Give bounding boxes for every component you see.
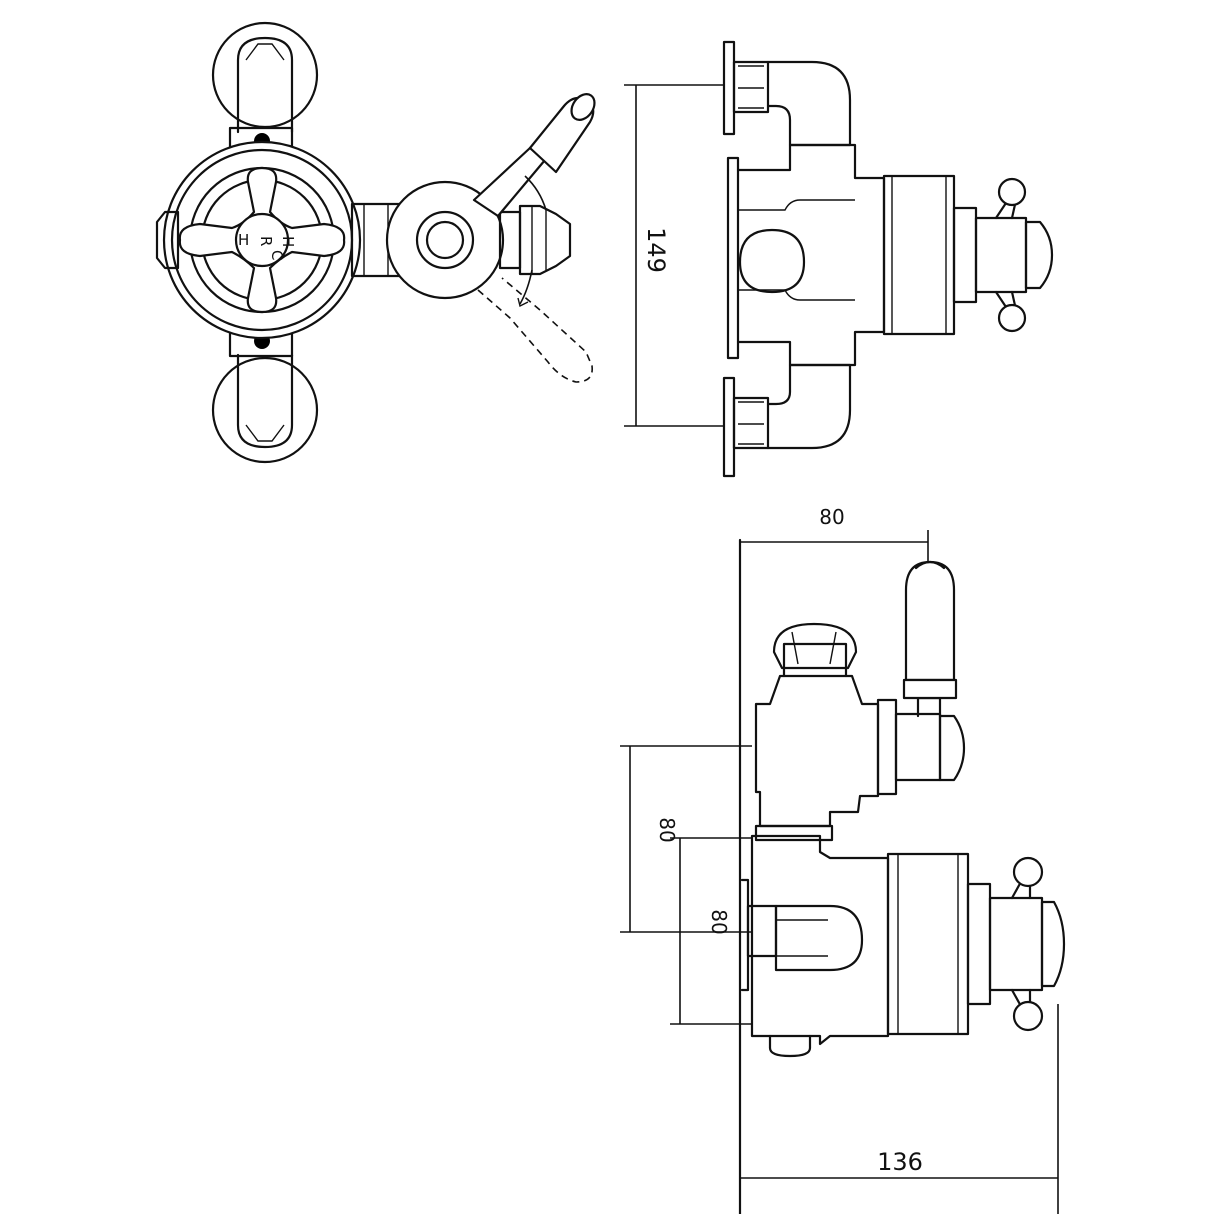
dimension-label-total-depth: 136 <box>877 1148 923 1176</box>
bottom-elbow <box>211 353 319 464</box>
dimension-label-height: 149 <box>642 227 670 273</box>
marking-r: R <box>257 236 275 246</box>
marking-h: H <box>279 236 297 247</box>
bottom-view: 80 <box>620 505 1066 1214</box>
front-view: H H R C <box>155 21 596 464</box>
marking-c: C <box>268 250 286 260</box>
dimension-label-left-offset: 80 <box>655 817 679 842</box>
side-view: 149 <box>624 40 1054 478</box>
lever-handle-up <box>472 93 596 218</box>
top-elbow <box>211 21 319 134</box>
marking-h-left: H <box>238 231 249 249</box>
cross-handle <box>178 166 346 314</box>
dimension-label-top-width: 80 <box>819 505 844 529</box>
dimension-label-inner-offset: 80 <box>707 909 731 934</box>
lever-handle-down-alt <box>477 277 593 383</box>
